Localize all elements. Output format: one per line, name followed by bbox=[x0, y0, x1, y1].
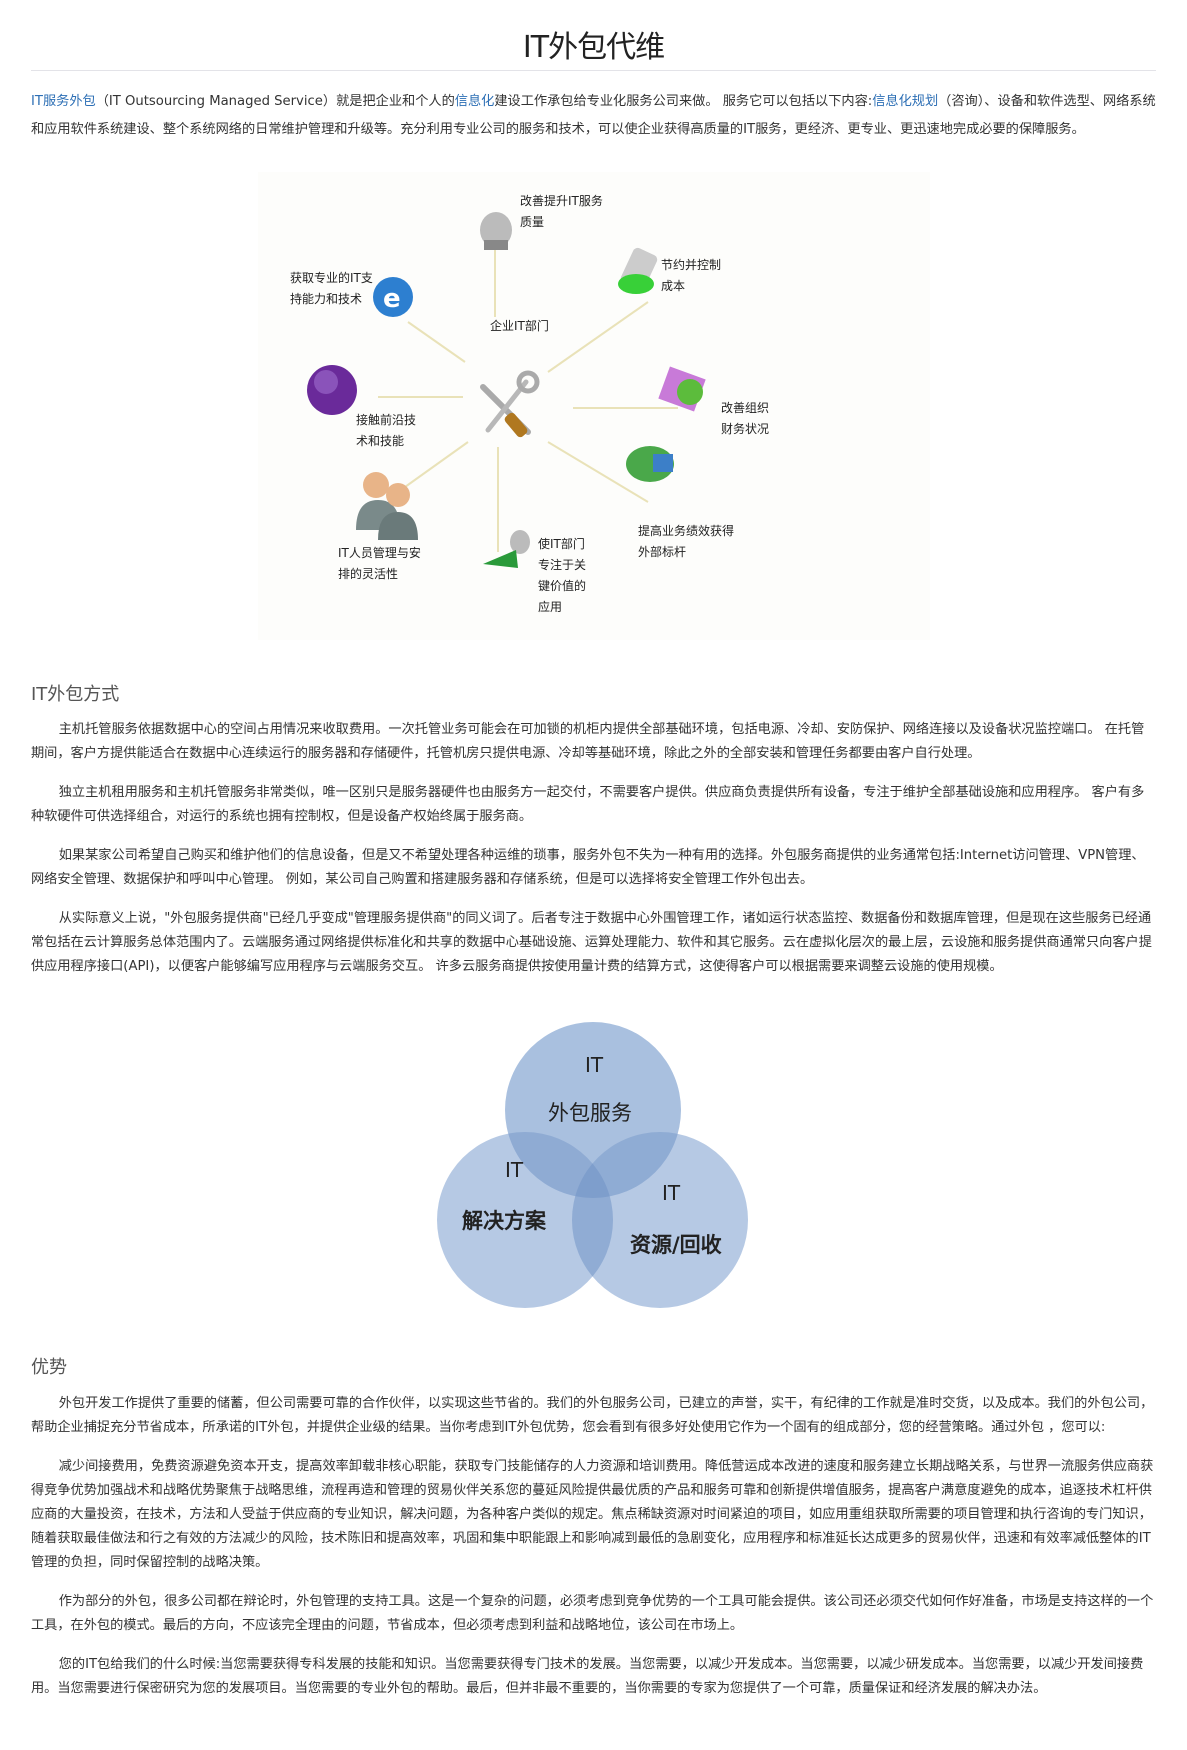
section-heading-outsourcing-methods: IT外包方式 bbox=[31, 684, 120, 705]
link-it-service-outsourcing[interactable]: IT服务外包 bbox=[31, 94, 96, 109]
svg-text:e: e bbox=[383, 284, 401, 314]
diagram-node-label: 改善组织财务状况 bbox=[721, 400, 769, 436]
venn-right-label: 资源/回收 bbox=[630, 1233, 722, 1257]
paragraph: 您的IT包给我们的什么时候:当您需要获得专科发展的技能和知识。当您需要获得专门技… bbox=[31, 1657, 1144, 1696]
intro-text: 建设工作承包给专业化服务公司来做。 服务它可以包括以下内容: bbox=[494, 94, 873, 109]
paragraph: 减少间接费用，免费资源避免资本开支，提高效率卸载非核心职能，获取专门技能储存的人… bbox=[31, 1459, 1154, 1570]
wrench-icon bbox=[480, 212, 512, 250]
diagram-node-label: 使IT部门专注于关键价值的应用 bbox=[538, 536, 586, 614]
intro-text: （咨询）、设备和软件选型、网络系统和应用软件系统建设、整个系统网络的日常维护管理… bbox=[31, 94, 1156, 137]
diagram-node-label: 接触前沿技术和技能 bbox=[356, 412, 416, 448]
paragraph: 从实际意义上说，"外包服务提供商"已经几乎变成"管理服务提供商"的同义词了。后者… bbox=[31, 911, 1152, 974]
paragraph: 主机托管服务依据数据中心的空间占用情况来收取费用。一次托管业务可能会在可加锁的机… bbox=[31, 722, 1145, 761]
section-outsourcing-methods: 主机托管服务依据数据中心的空间占用情况来收取费用。一次托管业务可能会在可加锁的机… bbox=[31, 718, 1156, 994]
ie-browser-icon: e bbox=[373, 277, 413, 317]
diagram-node-label: 提高业务绩效获得外部标杆 bbox=[638, 523, 734, 559]
puzzle-globe-icon bbox=[626, 446, 674, 482]
section-heading-advantages: 优势 bbox=[31, 1357, 67, 1378]
section-advantages: 外包开发工作提供了重要的储蓄，但公司需要可靠的合作伙伴，以实现这些节省的。我们的… bbox=[31, 1392, 1156, 1716]
diagram-node-label: 获取专业的IT支持能力和技术 bbox=[290, 270, 373, 306]
diagram-center-label: 企业IT部门 bbox=[490, 318, 549, 333]
users-icon bbox=[356, 472, 418, 540]
link-informatization[interactable]: 信息化 bbox=[454, 94, 495, 109]
venn-left-label: IT bbox=[505, 1158, 524, 1182]
purple-globe-icon bbox=[307, 365, 357, 415]
venn-right-label: IT bbox=[662, 1181, 681, 1205]
diagram-node-label: 改善提升IT服务质量 bbox=[520, 193, 603, 229]
intro-text: （IT Outsourcing Managed Service）就是把企业和个人… bbox=[95, 94, 455, 109]
page-title: IT外包代维 bbox=[522, 30, 665, 65]
battery-icon bbox=[618, 247, 658, 294]
venn-top-label: IT bbox=[585, 1053, 604, 1077]
paragraph: 如果某家公司希望自己购买和维护他们的信息设备，但是又不希望处理各种运维的琐事，服… bbox=[31, 848, 1145, 887]
key-hand-icon bbox=[483, 530, 530, 568]
diagram-node-label: 节约并控制成本 bbox=[661, 257, 721, 293]
tools-icon bbox=[480, 370, 540, 438]
it-department-benefits-diagram: 企业IT部门 e 改善提升IT服务质量 节约并控制成本 改善组织财务状况 提高业… bbox=[258, 172, 930, 640]
paragraph: 作为部分的外包，很多公司都在辩论时，外包管理的支持工具。这是一个复杂的问题，必须… bbox=[31, 1594, 1154, 1633]
intro-paragraph: IT服务外包（IT Outsourcing Managed Service）就是… bbox=[31, 88, 1156, 144]
diagram-node-label: IT人员管理与安排的灵活性 bbox=[338, 545, 421, 581]
connector-lines bbox=[378, 220, 678, 552]
venn-left-label: 解决方案 bbox=[462, 1209, 547, 1233]
link-informatization-planning[interactable]: 信息化规划 bbox=[872, 94, 939, 109]
title-divider bbox=[31, 70, 1156, 71]
venn-top-label: 外包服务 bbox=[548, 1101, 632, 1125]
clipboard-icon bbox=[658, 366, 706, 412]
paragraph: 独立主机租用服务和主机托管服务非常类似，唯一区别只是服务器硬件也由服务方一起交付… bbox=[31, 785, 1145, 824]
paragraph: 外包开发工作提供了重要的储蓄，但公司需要可靠的合作伙伴，以实现这些节省的。我们的… bbox=[31, 1396, 1154, 1435]
venn-diagram: IT 外包服务 IT 解决方案 IT 资源/回收 bbox=[430, 1020, 752, 1320]
